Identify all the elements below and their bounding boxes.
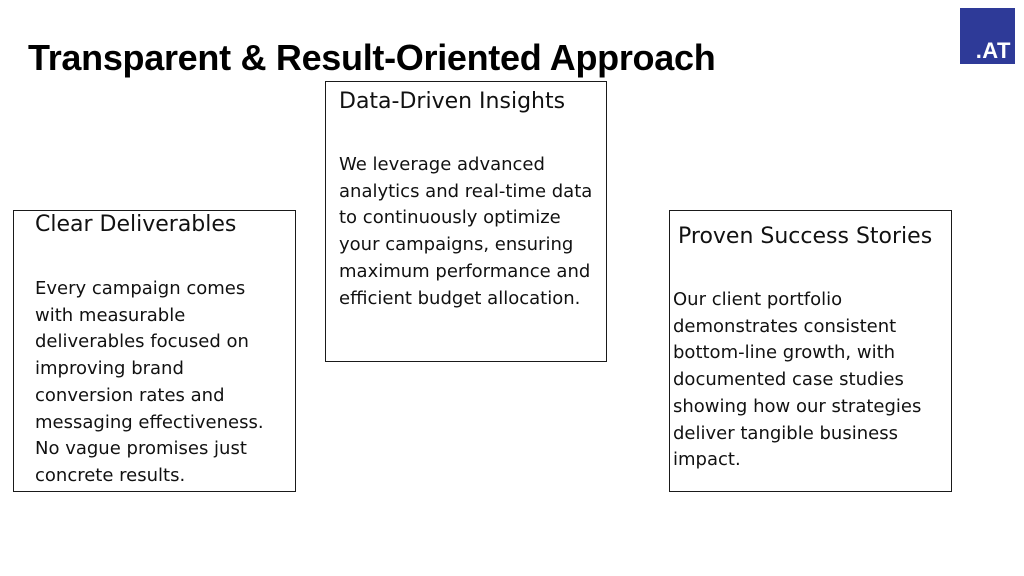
slide-title: Transparent & Result-Oriented Approach [28,37,716,78]
card-body: We leverage advanced analytics and real-… [339,154,593,309]
card-body: Our client portfolio demonstrates consis… [673,289,922,471]
card-clear-deliverables: Clear Deliverables Every campaign comes … [13,210,296,492]
card-body: Every campaign comes with measurable del… [35,278,264,486]
card-proven-success-stories: Proven Success Stories Our client portfo… [669,210,952,492]
logo-text: .AT [975,38,1011,63]
card-title: Data-Driven Insights [339,89,566,114]
card-data-driven-insights: Data-Driven Insights We leverage advance… [325,81,607,362]
card-title: Clear Deliverables [35,212,237,237]
card-title: Proven Success Stories [678,224,933,249]
company-logo: .AT [960,8,1015,64]
